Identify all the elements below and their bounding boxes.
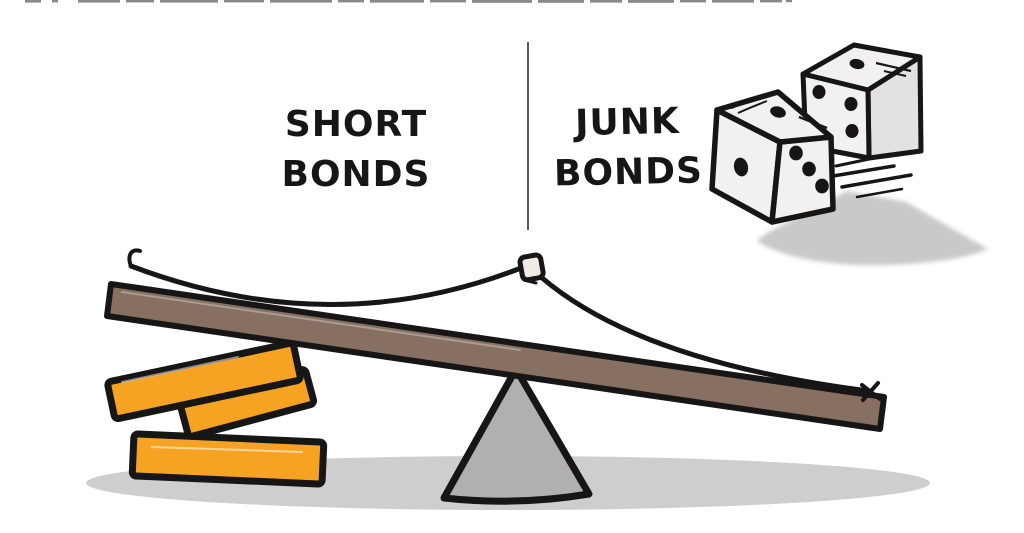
label-junk-bonds-line1: JUNK (574, 100, 681, 145)
string-left (128, 263, 524, 307)
label-junk-bonds: JUNK BONDS (529, 96, 727, 200)
string-left-end-hook (127, 248, 142, 268)
fulcrum-triangle (440, 365, 593, 505)
string-right (538, 274, 872, 394)
dice-icon (709, 42, 924, 225)
pivot-knot (517, 252, 546, 285)
seesaw-plank (104, 281, 887, 432)
gold-bar-bottom (128, 430, 328, 488)
label-short-bonds: SHORT BONDS (256, 100, 456, 200)
die-front-pips (733, 106, 829, 194)
die-back-pips (812, 58, 865, 138)
suspension-strings (127, 248, 882, 402)
dice-motion-lines-icon (831, 156, 913, 199)
string-right-end-knot (860, 381, 882, 402)
gold-bar-top (104, 339, 304, 423)
label-short-bonds-line2: BONDS (281, 154, 431, 195)
label-junk-bonds-line2: BONDS (553, 150, 704, 195)
label-short-bonds-line1: SHORT (284, 104, 428, 145)
gold-bars-icon (104, 339, 328, 488)
top-crop-marks (25, 0, 792, 3)
